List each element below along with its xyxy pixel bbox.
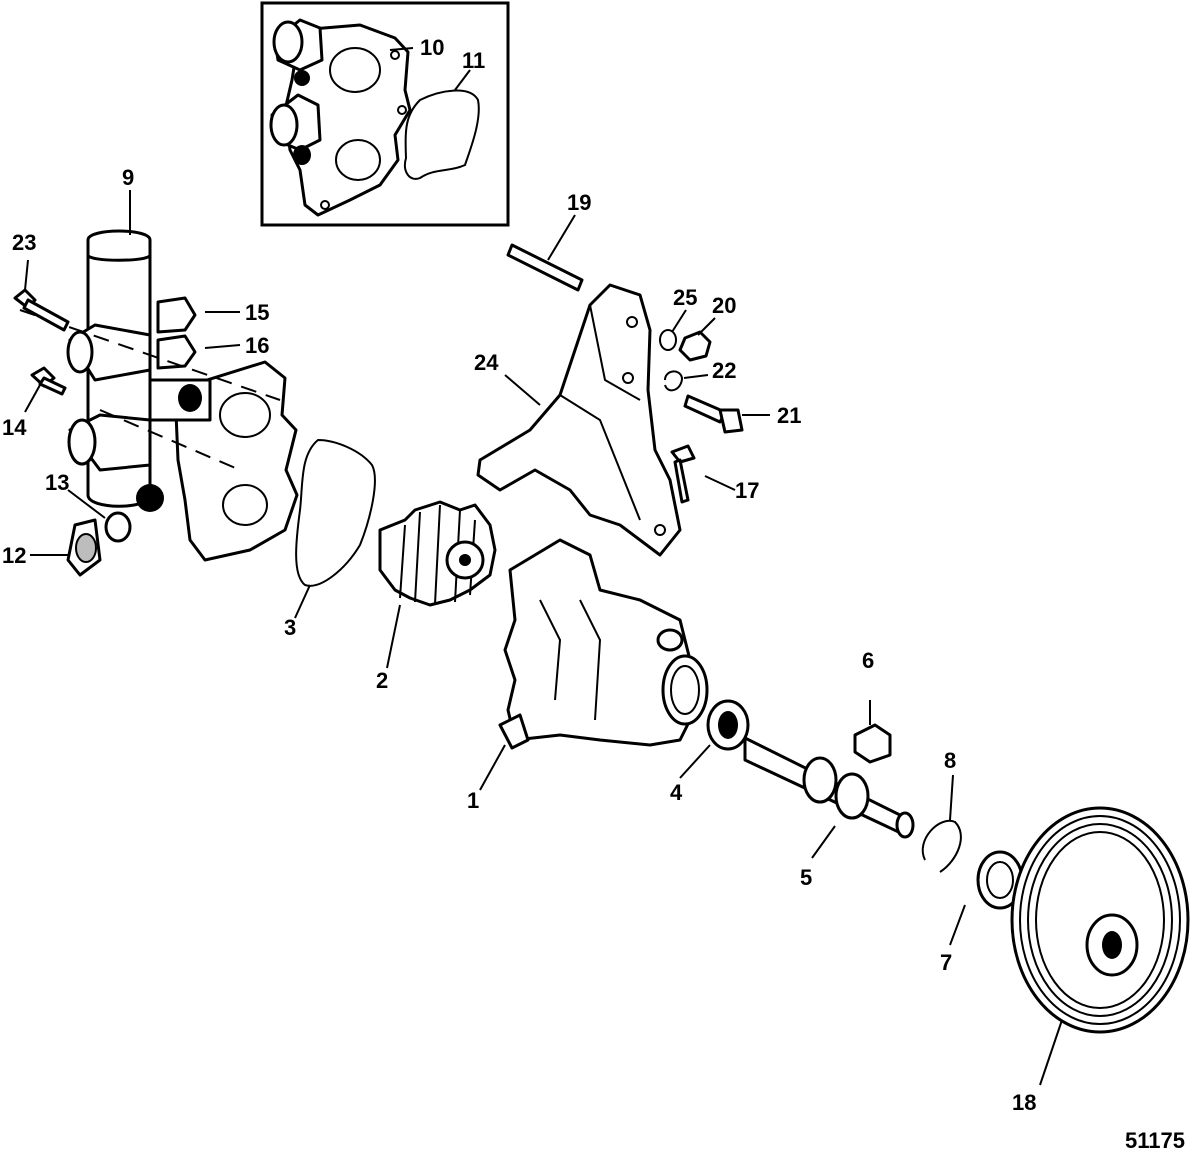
callout-3: 3 [284,615,296,640]
pump-body [498,538,709,750]
inset-detail [260,1,510,227]
bracket [476,283,682,557]
callout-11: 11 [462,48,485,73]
callout-labels: 1 2 3 4 5 6 7 8 9 10 11 12 13 14 15 16 1… [2,35,1185,1153]
pulley [1010,806,1190,1034]
gasket [295,438,376,587]
washer [659,329,677,351]
bushing [853,723,892,764]
seal [976,850,1024,910]
shaft [743,736,915,839]
impeller [378,500,497,607]
callout-15: 15 [245,300,269,325]
callout-16: 16 [245,333,269,358]
callout-8: 8 [944,748,956,773]
bolt [683,394,744,434]
callout-24: 24 [474,350,499,375]
stud [506,243,584,292]
callout-1: 1 [467,788,479,813]
callout-5: 5 [800,865,812,890]
callout-12: 12 [2,543,26,568]
callout-22: 22 [712,358,736,383]
callout-18: 18 [1012,1090,1036,1115]
callout-9: 9 [122,165,134,190]
callout-2: 2 [376,668,388,693]
callout-21: 21 [777,403,801,428]
callout-4: 4 [670,780,683,805]
callout-20: 20 [712,293,736,318]
nut [678,330,712,362]
leader-lines [24,47,1063,1086]
figure-number: 51175 [1125,1128,1185,1153]
callout-19: 19 [567,190,591,215]
snap-ring [921,819,962,873]
bolt [670,444,696,504]
callout-7: 7 [940,950,952,975]
callout-6: 6 [862,648,874,673]
callout-13: 13 [45,470,69,495]
callout-17: 17 [735,478,759,503]
thermostat-housing [13,229,299,577]
lock-washer [664,370,684,392]
callout-25: 25 [673,285,697,310]
bearing [706,699,750,751]
callout-10: 10 [420,35,444,60]
callout-14: 14 [2,415,27,440]
callout-23: 23 [12,230,36,255]
